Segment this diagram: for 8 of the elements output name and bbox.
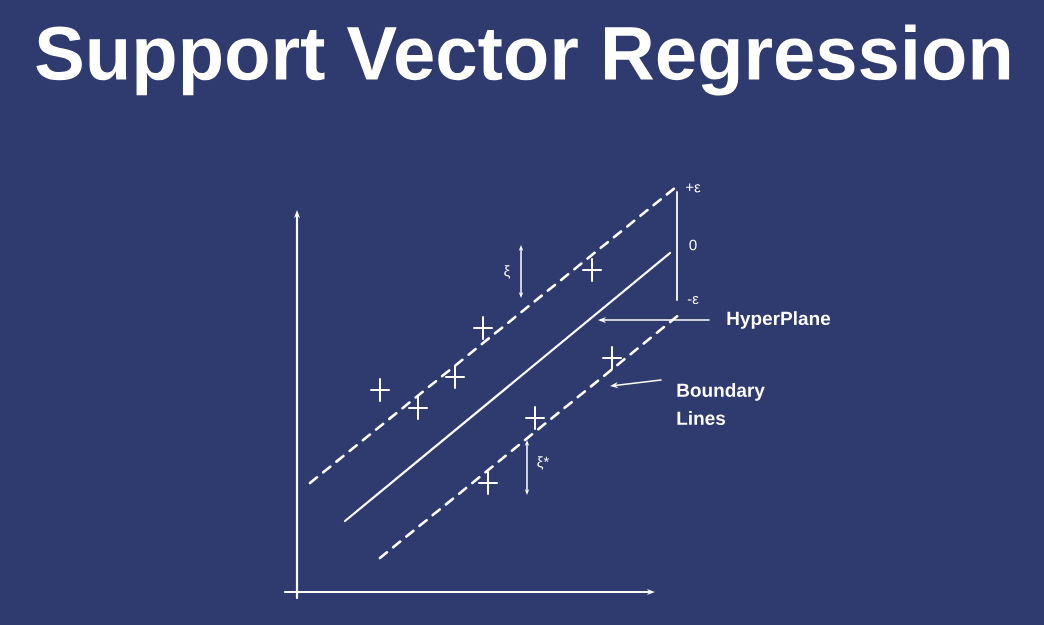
axis-label: ξ [504, 265, 511, 279]
axis-label: -ε [687, 295, 699, 305]
axis-label: 0 [689, 239, 697, 251]
axis-label: +ε [686, 183, 701, 193]
label-text: HyperPlane [727, 311, 831, 329]
label-text: Boundary Lines [677, 383, 765, 425]
title: Support Vector Regression [36, 24, 1010, 96]
axis-label: ξ* [537, 456, 550, 470]
